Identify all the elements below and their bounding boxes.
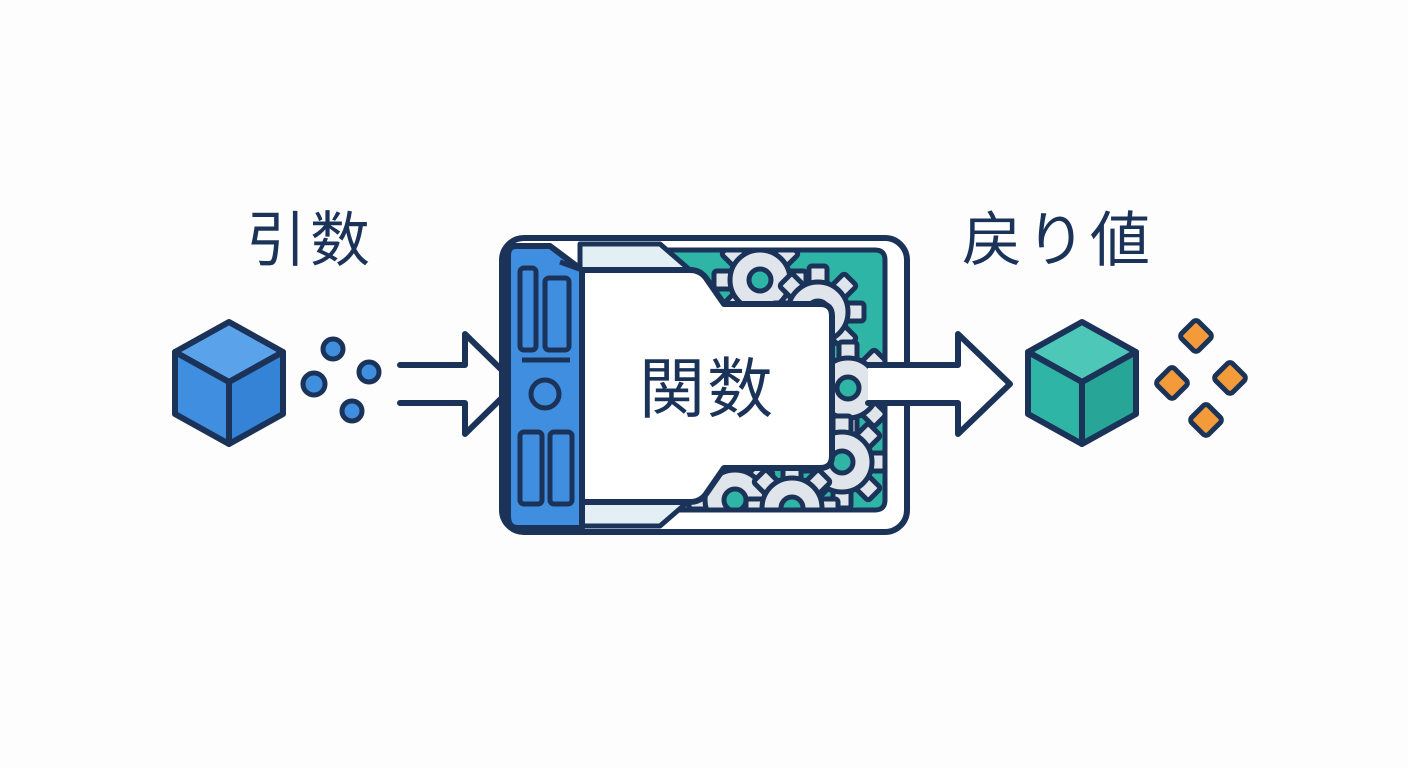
input-arrow-icon — [397, 331, 519, 437]
function-label: 関数 — [639, 351, 775, 428]
input-cube-icon — [172, 319, 286, 447]
input-dots-icon — [300, 336, 382, 424]
output-diamond-cluster-icon — [1154, 318, 1248, 438]
function-machine: 関数 — [499, 235, 910, 535]
output-arrow-icon — [865, 331, 1013, 437]
output-cube-icon — [1025, 319, 1139, 447]
input-label: 引数 — [246, 206, 374, 276]
output-label: 戻り値 — [962, 206, 1154, 276]
